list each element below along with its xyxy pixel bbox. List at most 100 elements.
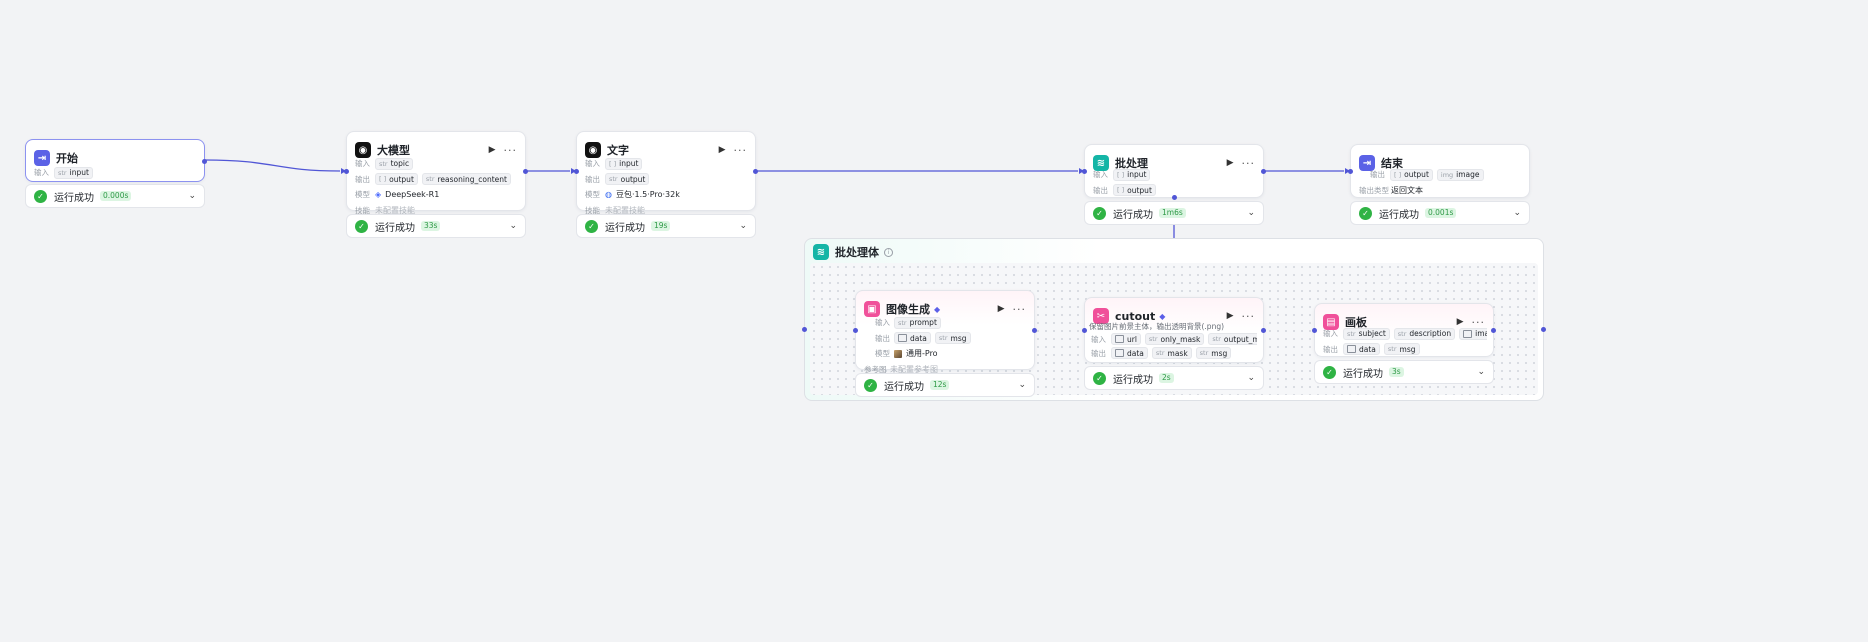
node-title: 开始	[56, 152, 78, 165]
chevron-down-icon[interactable]: ⌄	[739, 221, 747, 231]
run-status-start[interactable]: ✓ 运行成功 0.000s ⌄	[25, 184, 205, 208]
duration-badge: 0.000s	[100, 191, 132, 201]
reference-value: 未配置参考图	[890, 364, 938, 374]
model-icon: ◍	[605, 190, 612, 200]
group-input-port[interactable]	[802, 327, 807, 332]
chevron-down-icon[interactable]: ⌄	[509, 221, 517, 231]
llm-icon: ◉	[355, 142, 371, 158]
input-label: 输入	[1093, 170, 1108, 180]
more-icon[interactable]: ···	[733, 143, 747, 157]
variable-chip: url	[1111, 333, 1141, 345]
skill-value: 未配置技能	[375, 205, 415, 215]
input-port[interactable]	[853, 328, 858, 333]
chevron-down-icon[interactable]: ⌄	[1477, 367, 1485, 377]
run-status-batch[interactable]: ✓ 运行成功 1m6s ⌄	[1084, 201, 1264, 225]
more-icon[interactable]: ···	[1241, 156, 1255, 170]
variable-chip: data	[894, 332, 931, 345]
duration-badge: 12s	[930, 380, 950, 390]
play-icon[interactable]: ▶	[1456, 317, 1464, 327]
chevron-down-icon[interactable]: ⌄	[1247, 373, 1255, 383]
output-port[interactable]	[523, 169, 528, 174]
output-port[interactable]	[1261, 169, 1266, 174]
image-gen-icon: ▣	[864, 301, 880, 317]
more-icon[interactable]: ···	[1012, 302, 1026, 316]
input-label: 输入	[875, 318, 890, 328]
run-status-image-gen[interactable]: ✓ 运行成功 12s ⌄	[855, 373, 1035, 397]
more-icon[interactable]: ···	[1471, 315, 1485, 329]
output-port[interactable]	[1491, 328, 1496, 333]
run-status-llm[interactable]: ✓ 运行成功 33s ⌄	[346, 214, 526, 238]
check-icon: ✓	[585, 219, 598, 233]
chevron-down-icon[interactable]: ⌄	[1513, 208, 1521, 218]
chevron-down-icon[interactable]: ⌄	[1247, 208, 1255, 218]
node-title: 大模型	[377, 144, 410, 157]
variable-chip: [ ]output	[375, 173, 418, 186]
check-icon: ✓	[1093, 206, 1106, 220]
input-label: 输入	[585, 159, 600, 169]
check-icon: ✓	[34, 189, 47, 203]
model-icon: ◈	[375, 190, 382, 200]
output-port[interactable]	[1261, 328, 1266, 333]
chevron-down-icon[interactable]: ⌄	[1018, 380, 1026, 390]
node-cutout[interactable]: ✂ cutout ◆ ▶ ··· 保留图片前景主体，输出透明背景(.png) 输…	[1082, 297, 1266, 363]
edge-start-llm	[204, 159, 341, 172]
output-label: 输出	[355, 174, 370, 184]
input-port[interactable]	[1348, 169, 1353, 174]
premium-icon: ◆	[1159, 311, 1166, 321]
play-icon[interactable]: ▶	[488, 145, 496, 155]
output-label: 输出	[1093, 185, 1108, 195]
premium-icon: ◆	[934, 304, 941, 314]
output-port[interactable]	[202, 159, 207, 164]
input-label: 输入	[355, 159, 370, 169]
play-icon[interactable]: ▶	[1226, 158, 1234, 168]
text-model-icon: ◉	[585, 142, 601, 158]
input-port[interactable]	[574, 169, 579, 174]
model-name: 通用-Pro	[906, 349, 938, 359]
run-status-canvas[interactable]: ✓ 运行成功 3s ⌄	[1314, 360, 1494, 384]
status-text: 运行成功	[1379, 209, 1419, 221]
input-port[interactable]	[1312, 328, 1317, 333]
skill-label: 技能	[585, 205, 600, 215]
batch-icon: ≋	[1093, 155, 1109, 171]
model-label: 模型	[875, 349, 890, 359]
input-label: 输入	[1091, 334, 1106, 344]
play-icon[interactable]: ▶	[718, 145, 726, 155]
output-port[interactable]	[753, 169, 758, 174]
play-icon[interactable]: ▶	[1226, 311, 1234, 321]
more-icon[interactable]: ···	[1241, 309, 1255, 323]
node-title: 画板	[1345, 316, 1367, 329]
skill-value: 未配置技能	[605, 205, 645, 215]
chevron-down-icon[interactable]: ⌄	[188, 191, 196, 201]
input-port[interactable]	[1082, 328, 1087, 333]
status-text: 运行成功	[1343, 368, 1383, 380]
input-port[interactable]	[1082, 169, 1087, 174]
run-status-end[interactable]: ✓ 运行成功 0.001s ⌄	[1350, 201, 1530, 225]
run-status-cutout[interactable]: ✓ 运行成功 2s ⌄	[1084, 366, 1264, 390]
body-port[interactable]	[1172, 195, 1177, 200]
run-status-text[interactable]: ✓ 运行成功 19s ⌄	[576, 214, 756, 238]
group-output-port[interactable]	[1541, 327, 1546, 332]
node-title: 批处理	[1115, 157, 1148, 170]
play-icon[interactable]: ▶	[997, 304, 1005, 314]
output-port[interactable]	[1032, 328, 1037, 333]
node-batch[interactable]: ≋ 批处理 ▶ ··· 输入 [ ]input 输出 [ ]output	[1082, 144, 1266, 200]
duration-badge: 3s	[1389, 367, 1404, 377]
model-label: 模型	[355, 190, 370, 200]
info-icon[interactable]: i	[884, 247, 893, 257]
more-icon[interactable]: ···	[503, 143, 517, 157]
input-port[interactable]	[344, 169, 349, 174]
output-type-value: 返回文本	[1391, 185, 1423, 195]
